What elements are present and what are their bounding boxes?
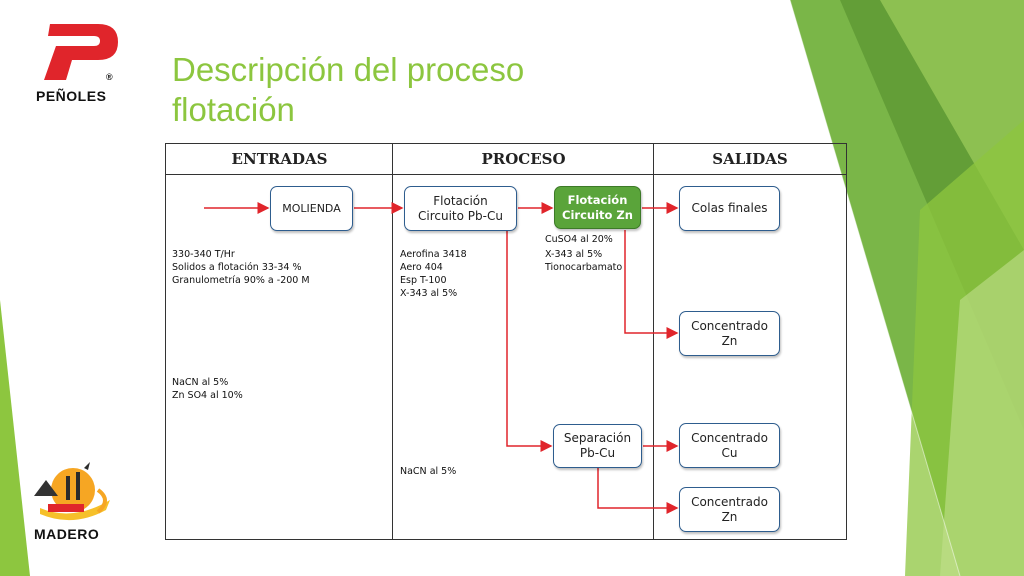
madero-emblem-icon [34, 462, 110, 521]
node-concentrado-cu: Concentrado Cu [679, 423, 780, 468]
column-divider-1 [392, 144, 393, 539]
node-colas-finales: Colas finales [679, 186, 780, 231]
column-divider-2 [653, 144, 654, 539]
penoles-registered-mark: ® [106, 72, 113, 82]
note-zn-reagents: X-343 al 5% Tionocarbamato [545, 249, 623, 273]
header-process: PROCESO [393, 144, 654, 175]
madero-logo-text: MADERO [34, 526, 100, 542]
process-table: ENTRADAS PROCESO SALIDAS [165, 143, 847, 540]
note-inputs-reagents: NaCN al 5% Zn SO4 al 10% [172, 377, 243, 401]
madero-logo: MADERO [28, 460, 118, 544]
note-separacion-reagent: NaCN al 5% [400, 466, 457, 477]
note-inputs-feed: 330-340 T/Hr Solidos a flotación 33-34 %… [172, 249, 310, 286]
node-molienda: MOLIENDA [270, 186, 353, 231]
note-pbcu-reagents: Aerofina 3418 Aero 404 Esp T-100 X-343 a… [400, 249, 467, 299]
node-flotacion-zn: Flotación Circuito Zn [554, 186, 641, 229]
node-concentrado-zn-2: Concentrado Zn [679, 487, 780, 532]
node-separacion-pbcu: Separación Pb-Cu [553, 424, 642, 468]
node-flotacion-pbcu: Flotación Circuito Pb-Cu [404, 186, 517, 231]
header-inputs: ENTRADAS [166, 144, 393, 175]
penoles-logo: ® PEÑOLES [36, 20, 120, 106]
header-outputs: SALIDAS [654, 144, 846, 175]
node-concentrado-zn-1: Concentrado Zn [679, 311, 780, 356]
slide-title: Descripción del proceso flotación [172, 51, 525, 128]
penoles-mark-icon [44, 24, 118, 80]
note-zn-reagent-cuso4: CuSO4 al 20% [545, 234, 613, 245]
penoles-logo-text: PEÑOLES [36, 88, 107, 104]
